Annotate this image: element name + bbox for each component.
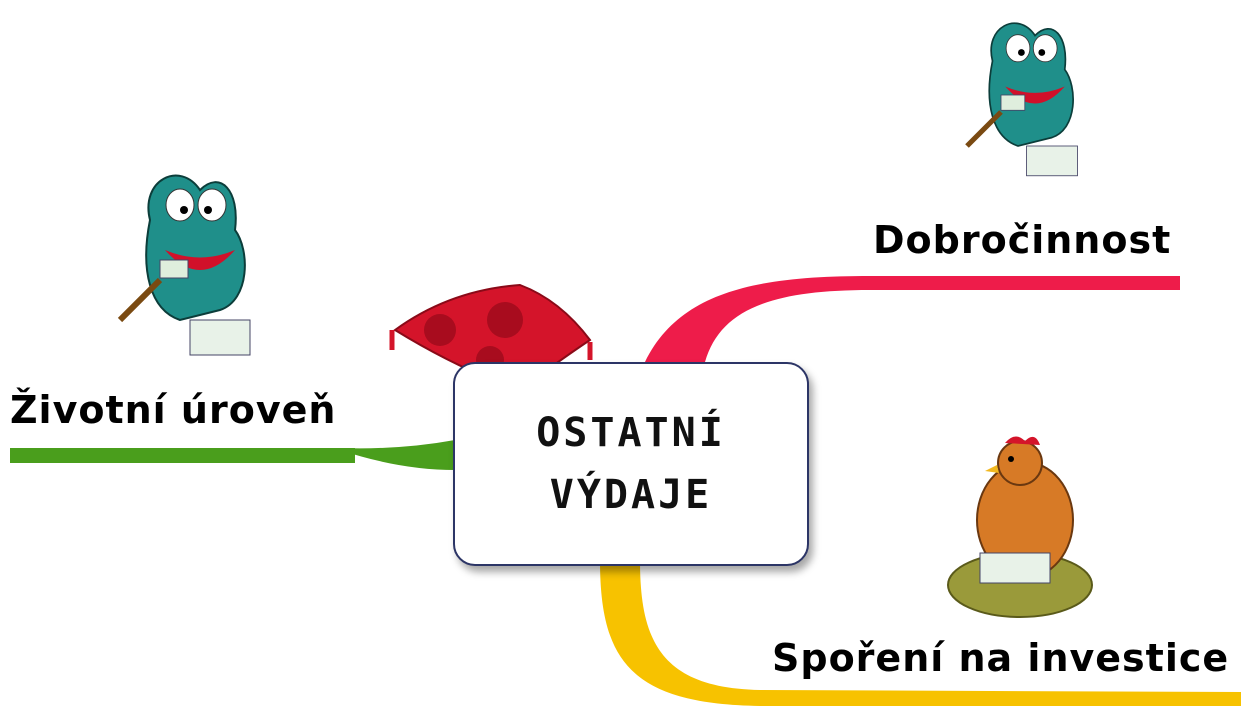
branch-label-dobrocinnost: Dobročinnost — [873, 218, 1172, 262]
branch-sporeni — [600, 560, 1241, 706]
branch-zivotni-uroven-line — [10, 448, 355, 463]
central-topic-box: OSTATNÍ VÝDAJE — [453, 362, 809, 566]
central-topic-line1: OSTATNÍ — [536, 410, 726, 456]
branch-label-sporeni-na-investice: Spoření na investice — [772, 636, 1230, 680]
money-eating-monster-icon — [965, 22, 1078, 177]
central-topic-line2: VÝDAJE — [549, 472, 713, 518]
money-eating-monster-icon — [117, 174, 251, 356]
branch-label-zivotni-uroven: Životní úroveň — [10, 388, 337, 432]
hen-on-money-nest-icon — [947, 436, 1093, 618]
branch-zivotni-uroven — [10, 440, 455, 470]
branch-dobrocinnost — [645, 276, 1180, 362]
